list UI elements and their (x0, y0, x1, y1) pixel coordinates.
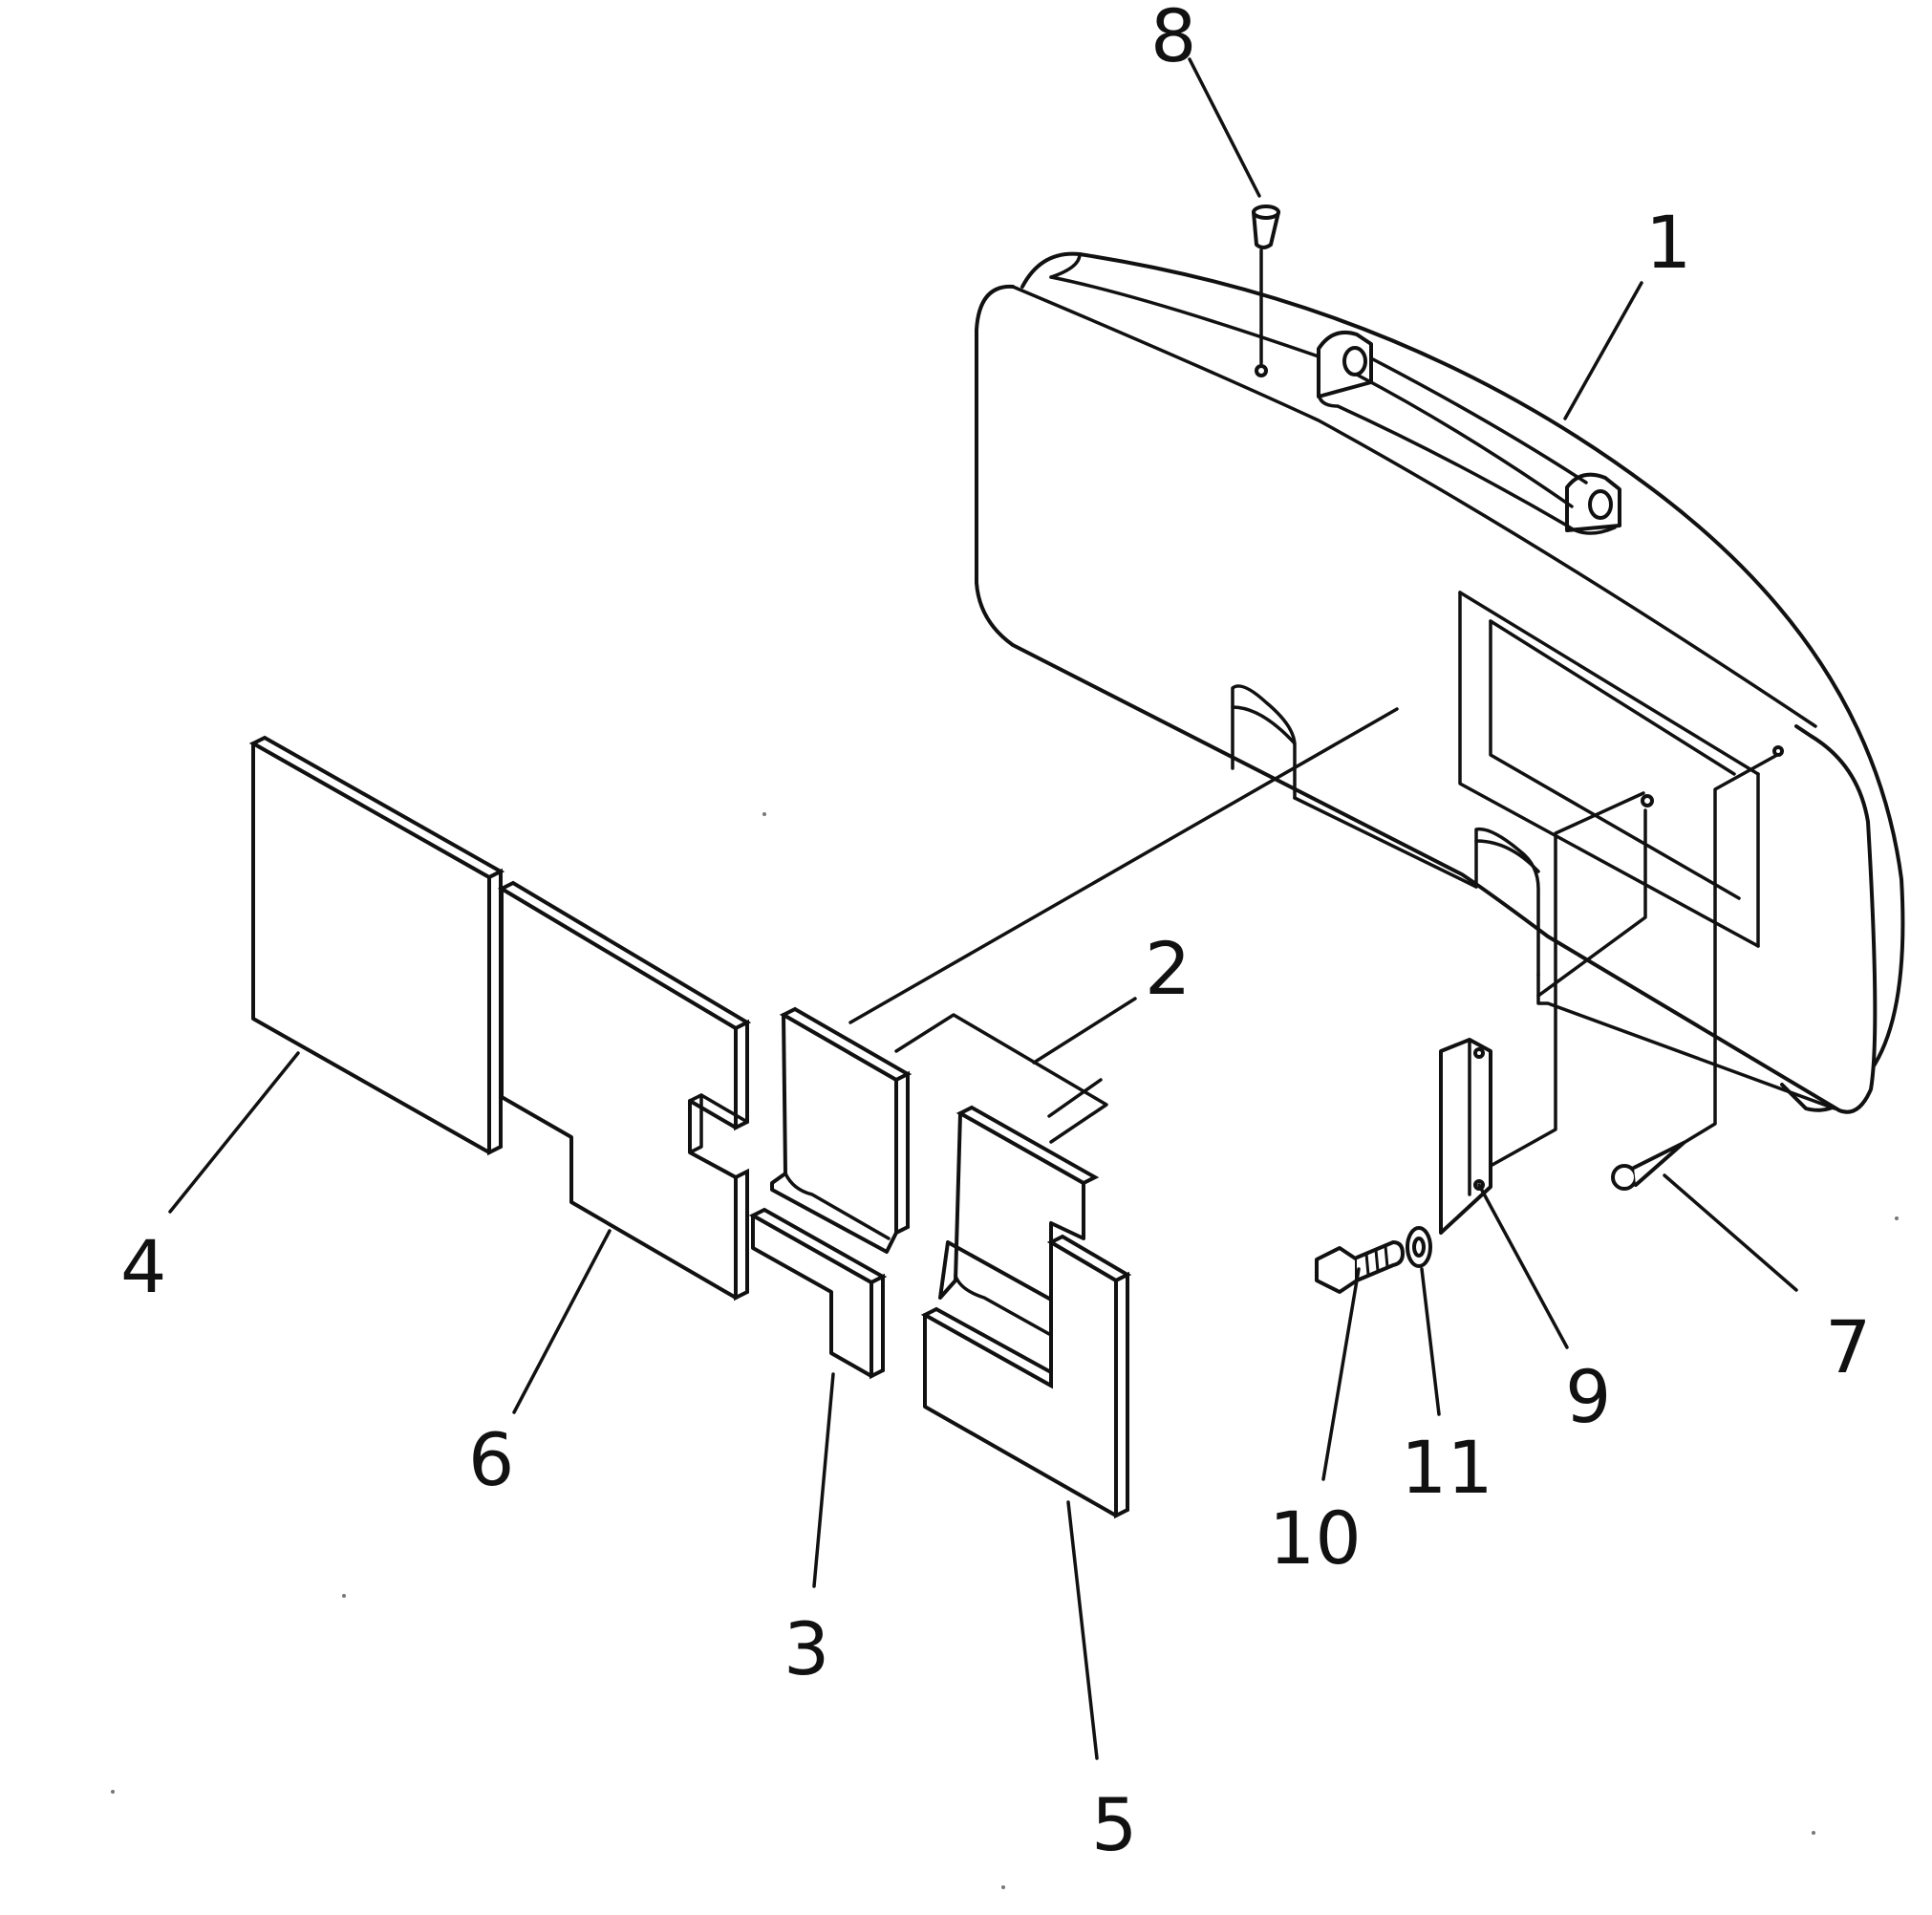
callout-4: 4 (120, 1224, 166, 1309)
plug-8 (1252, 204, 1280, 249)
callout-8: 8 (1150, 0, 1196, 78)
callout-9: 9 (1565, 1354, 1611, 1439)
callout-11: 11 (1401, 1425, 1493, 1510)
scan-specks (111, 812, 1899, 1889)
bolt-10 (1315, 1240, 1405, 1294)
washer-11 (1406, 1226, 1432, 1268)
plate-3-upper (770, 1006, 912, 1254)
callout-10: 10 (1269, 1495, 1362, 1581)
leader-lines (168, 57, 1798, 1760)
assembly-guide-lines (848, 248, 1784, 1168)
plate-6 (497, 880, 752, 1302)
bracket-9 (1439, 1038, 1492, 1235)
plate-3-lower (748, 1207, 888, 1380)
plate-5-lower (920, 1234, 1132, 1519)
screw-7 (1611, 1141, 1685, 1191)
callout-3: 3 (784, 1606, 829, 1691)
callout-5: 5 (1091, 1782, 1137, 1867)
counterweight-body (975, 251, 1905, 1114)
plate-4 (248, 735, 505, 1156)
callout-6: 6 (468, 1417, 514, 1502)
plate-5-upper (938, 1105, 1100, 1336)
callout-labels: 1 2 3 4 5 6 7 8 9 10 11 (120, 0, 1871, 1867)
callout-1: 1 (1645, 200, 1691, 285)
callout-2: 2 (1145, 926, 1191, 1011)
callout-7: 7 (1825, 1304, 1871, 1389)
